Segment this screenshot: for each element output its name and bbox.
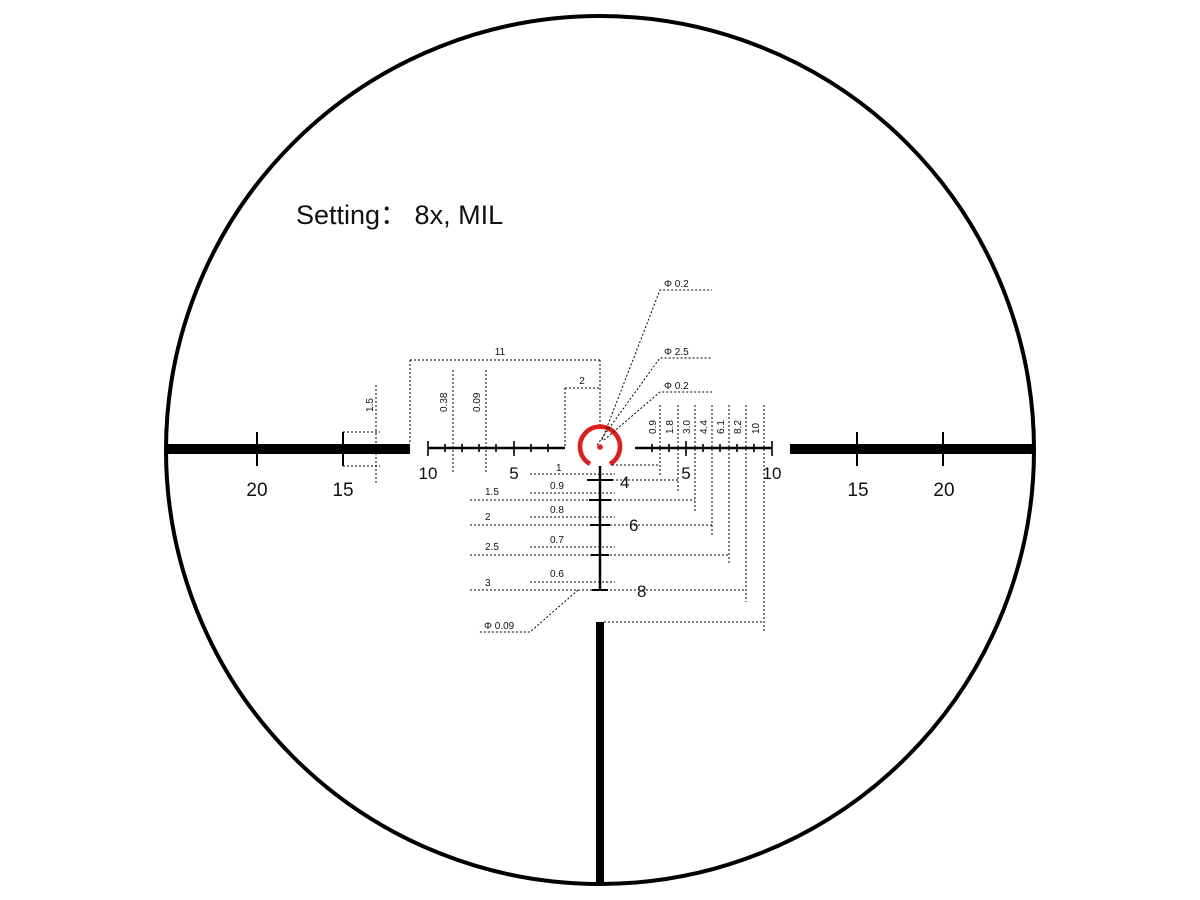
svg-text:0.09: 0.09 (472, 392, 483, 412)
svg-text:5: 5 (681, 464, 690, 483)
svg-text:2: 2 (579, 376, 585, 387)
bottom-thick-post (596, 622, 604, 884)
fine-labels: 10 5 5 10 (419, 464, 782, 483)
svg-text:5: 5 (509, 464, 518, 483)
svg-text:4: 4 (620, 473, 629, 492)
svg-text:Φ 0.2: Φ 0.2 (664, 279, 689, 290)
svg-text:1.8: 1.8 (665, 420, 676, 434)
svg-text:1: 1 (556, 463, 562, 474)
svg-text:0.38: 0.38 (439, 392, 450, 412)
setting-title: Setting： 8x, MIL (296, 200, 504, 230)
svg-text:2.5: 2.5 (485, 542, 499, 553)
svg-text:Φ 2.5: Φ 2.5 (664, 347, 689, 358)
svg-text:Φ 0.09: Φ 0.09 (484, 621, 515, 632)
svg-text:0.9: 0.9 (550, 481, 564, 492)
svg-text:1.5: 1.5 (485, 487, 499, 498)
svg-text:6.1: 6.1 (716, 420, 727, 434)
svg-text:10: 10 (751, 422, 762, 434)
right-thick-post (790, 444, 1034, 454)
left-thick-post (166, 444, 410, 454)
dimension-lines (343, 289, 765, 633)
center-dot (597, 444, 603, 450)
svg-text:15: 15 (847, 480, 868, 501)
svg-text:4.4: 4.4 (699, 420, 710, 434)
svg-text:20: 20 (933, 480, 954, 501)
svg-text:0.8: 0.8 (550, 505, 564, 516)
svg-text:0.6: 0.6 (550, 569, 564, 580)
svg-text:2: 2 (485, 512, 491, 523)
fine-ticks (427, 441, 773, 456)
dimension-labels: 11 2 Φ 0.2 Φ 2.5 Φ 0.2 Φ 0.09 1.5 0.38 0… (365, 279, 689, 632)
drop-mark-labels: 0.9 1.8 3.0 4.4 6.1 8.2 10 (648, 420, 762, 434)
svg-text:8.2: 8.2 (733, 420, 744, 434)
svg-text:6: 6 (629, 516, 638, 535)
hold-labels: 1 0.9 0.8 0.7 0.6 1.5 2 2.5 3 (485, 463, 564, 589)
svg-text:0.9: 0.9 (648, 420, 659, 434)
svg-text:3: 3 (485, 578, 491, 589)
svg-text:8: 8 (637, 582, 646, 601)
svg-text:10: 10 (419, 464, 438, 483)
svg-text:10: 10 (763, 464, 782, 483)
svg-text:3.0: 3.0 (682, 420, 693, 434)
vertical-labels: 4 6 8 (620, 473, 646, 601)
svg-text:15: 15 (332, 480, 353, 501)
svg-text:11: 11 (495, 347, 506, 358)
svg-text:Φ 0.2: Φ 0.2 (664, 381, 689, 392)
svg-text:0.7: 0.7 (550, 535, 564, 546)
thick-post-labels: 20 15 15 20 (246, 480, 954, 501)
svg-text:1.5: 1.5 (365, 398, 376, 412)
thick-post-ticks (256, 432, 944, 466)
center-circle (577, 424, 623, 466)
svg-text:20: 20 (246, 480, 267, 501)
